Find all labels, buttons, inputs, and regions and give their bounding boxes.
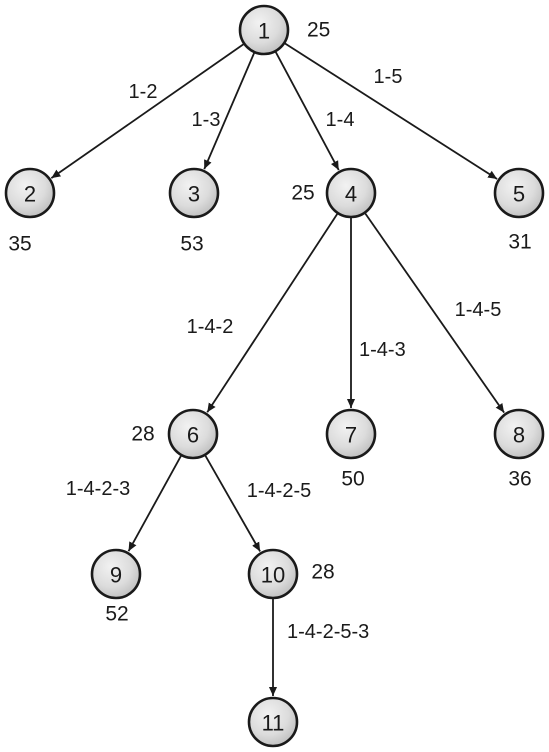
edge-arrow	[203, 52, 255, 170]
node-value: 53	[180, 233, 203, 256]
edge-arrow	[204, 455, 261, 552]
node-circle	[493, 408, 545, 460]
node-label: 6	[187, 423, 199, 448]
edge-arrow	[284, 42, 498, 180]
edge-1-2: 1-2	[50, 43, 245, 179]
edge-arrow	[364, 212, 505, 414]
node-1: 1 25	[238, 4, 330, 56]
edge-label: 1-4-5	[455, 299, 502, 321]
node-label: 10	[261, 563, 285, 588]
edge-4-7: 1-4-3	[346, 218, 406, 408]
node-7: 7 50	[325, 408, 377, 491]
node-value: 25	[291, 182, 314, 205]
edge-10-11: 1-4-2-5-3	[268, 599, 369, 696]
node-2: 2 35	[4, 167, 56, 256]
edge-arrow	[50, 43, 245, 179]
node-circle	[4, 167, 56, 219]
edge-label: 1-4-2-3	[66, 478, 130, 500]
node-circle	[247, 696, 299, 748]
edge-label: 1-4-2-5-3	[287, 621, 369, 643]
node-value: 52	[105, 603, 128, 626]
edge-label: 1-5	[374, 66, 403, 88]
edge-label: 1-4-3	[359, 339, 406, 361]
edge-1-3: 1-3	[192, 52, 255, 170]
node-label: 2	[24, 182, 36, 207]
edge-label: 1-4-2	[187, 316, 234, 338]
node-circle	[168, 167, 220, 219]
node-circle	[238, 4, 290, 56]
node-value: 28	[131, 423, 154, 446]
node-circle	[247, 548, 299, 600]
edge-label: 1-2	[129, 81, 158, 103]
node-label: 7	[345, 423, 357, 448]
edge-4-8: 1-4-5	[364, 212, 505, 414]
node-value: 35	[8, 233, 31, 256]
node-8: 8 36	[493, 408, 545, 491]
node-circle	[325, 167, 377, 219]
node-3: 3 53	[168, 167, 220, 256]
edge-arrow	[206, 213, 339, 413]
node-circle	[325, 408, 377, 460]
edges: 1-2 1-3 1-4 1-5 1-4-2 1-4-3 1-4-5 1-4-2-3 1-4-2-…	[50, 42, 505, 696]
node-label: 9	[110, 563, 122, 588]
edge-4-6: 1-4-2	[187, 213, 339, 413]
node-value: 50	[341, 468, 364, 491]
node-circle	[493, 167, 545, 219]
edge-1-5: 1-5	[284, 42, 498, 180]
node-circle	[90, 548, 142, 600]
node-10: 10 28	[247, 548, 335, 600]
nodes: 1 25 2 35 3 53 4 25 5 31 6 28 7 50 8 36 9 52 10 28 11	[4, 4, 545, 748]
node-label: 3	[188, 182, 200, 207]
edge-arrow	[127, 455, 182, 552]
edge-label: 1-3	[192, 109, 221, 131]
edge-label: 1-4	[326, 109, 355, 131]
node-value: 36	[508, 468, 531, 491]
edge-6-9: 1-4-2-3	[66, 455, 182, 552]
edge-label: 1-4-2-5	[247, 480, 311, 502]
edge-1-4: 1-4	[274, 51, 355, 171]
node-label: 4	[345, 182, 357, 207]
edge-6-10: 1-4-2-5	[204, 455, 311, 552]
node-circle	[167, 408, 219, 460]
node-value: 28	[311, 561, 334, 584]
node-5: 5 31	[493, 167, 545, 254]
node-11: 11	[247, 696, 299, 748]
node-6: 6 28	[131, 408, 219, 460]
node-9: 9 52	[90, 548, 142, 626]
node-label: 8	[513, 423, 525, 448]
node-label: 1	[258, 19, 270, 44]
node-label: 5	[513, 182, 525, 207]
edge-arrow	[274, 51, 340, 171]
node-4: 4 25	[291, 167, 377, 219]
node-value: 31	[508, 231, 531, 254]
node-value: 25	[307, 19, 330, 42]
node-label: 11	[262, 711, 285, 736]
